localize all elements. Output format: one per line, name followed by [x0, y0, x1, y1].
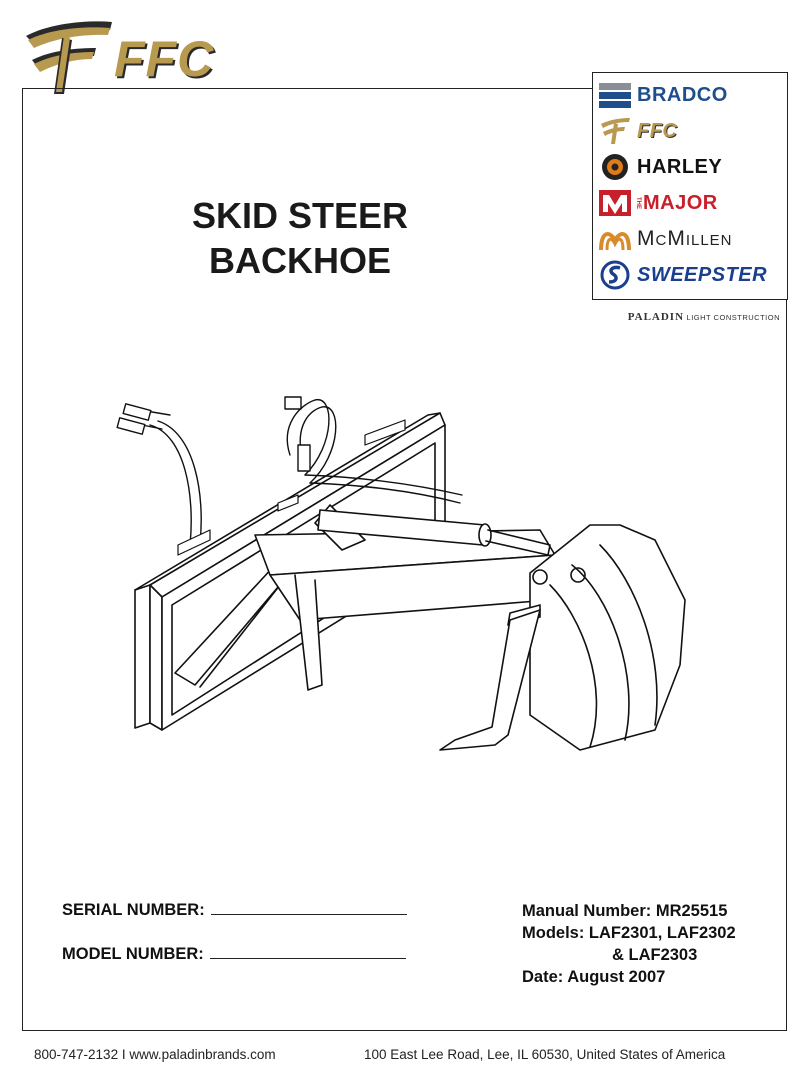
- title-line-2: BACKHOE: [208, 240, 391, 281]
- brand-major-label: MAJOR: [643, 191, 718, 214]
- model-number-blank[interactable]: [209, 944, 406, 959]
- manual-number: Manual Number: MR25515: [522, 902, 728, 920]
- ffc-logo: FFC: [22, 18, 222, 98]
- brand-harley: HARLEY: [599, 151, 785, 183]
- brand-sweepster: SWEEPSTER: [599, 259, 785, 291]
- paladin-logo: PALADIN LIGHT CONSTRUCTION: [600, 311, 780, 323]
- page-frame: [22, 88, 787, 1031]
- serial-number-label: SERIAL NUMBER:: [62, 901, 205, 919]
- sweepster-s-icon: [599, 260, 631, 290]
- model-number-field: MODEL NUMBER:: [62, 944, 406, 964]
- ffc-logo-text: FFC: [114, 31, 215, 87]
- hydraulic-hoses: [116, 396, 463, 546]
- brand-major: THE MAJOR: [599, 187, 785, 219]
- brand-mcmillen-label: McMillen: [637, 227, 733, 250]
- mcmillen-m-icon: [599, 224, 631, 254]
- ffc-swoosh-icon: [26, 21, 112, 94]
- brand-harley-label: HARLEY: [637, 155, 723, 178]
- brand-mcmillen: McMillen: [599, 223, 785, 255]
- bolt-pads: [177, 419, 406, 556]
- harley-gear-icon: [599, 152, 631, 182]
- major-m-icon: [599, 188, 631, 218]
- document-title: SKID STEER BACKHOE: [150, 193, 450, 283]
- models-line-2: & LAF2303: [612, 946, 698, 964]
- title-line-1: SKID STEER: [191, 195, 409, 236]
- footer-address: 100 East Lee Road, Lee, IL 60530, United…: [364, 1047, 726, 1062]
- brand-ffc-label: FFC: [637, 119, 678, 142]
- brand-sweepster-label: SWEEPSTER: [637, 263, 768, 286]
- brand-bradco-label: BRADCO: [637, 83, 728, 106]
- paladin-subtitle: LIGHT CONSTRUCTION: [686, 313, 780, 322]
- brand-logos-panel: BRADCO FFC HARLEY THE: [592, 72, 788, 300]
- footer-contact: 800-747-2132 I www.paladinbrands.com: [34, 1047, 276, 1062]
- ffc-swoosh-icon: [599, 116, 631, 146]
- bradco-stripes-icon: [599, 80, 631, 110]
- brand-major-prefix: THE: [635, 197, 641, 209]
- paladin-name: PALADIN: [627, 311, 685, 323]
- models-line-1: Models: LAF2301, LAF2302: [522, 924, 736, 942]
- brand-ffc: FFC: [599, 115, 785, 147]
- backhoe-illustration: [116, 396, 686, 751]
- manual-date: Date: August 2007: [522, 968, 666, 986]
- hydraulic-cylinder: [317, 509, 551, 556]
- serial-number-field: SERIAL NUMBER:: [62, 900, 407, 920]
- serial-number-blank[interactable]: [210, 900, 407, 915]
- brand-bradco: BRADCO: [599, 79, 785, 111]
- manual-info: Manual Number: MR25515 Models: LAF2301, …: [522, 900, 736, 988]
- model-number-label: MODEL NUMBER:: [62, 945, 204, 963]
- ripper-tooth: [439, 609, 541, 751]
- page-frame-top: [22, 88, 592, 89]
